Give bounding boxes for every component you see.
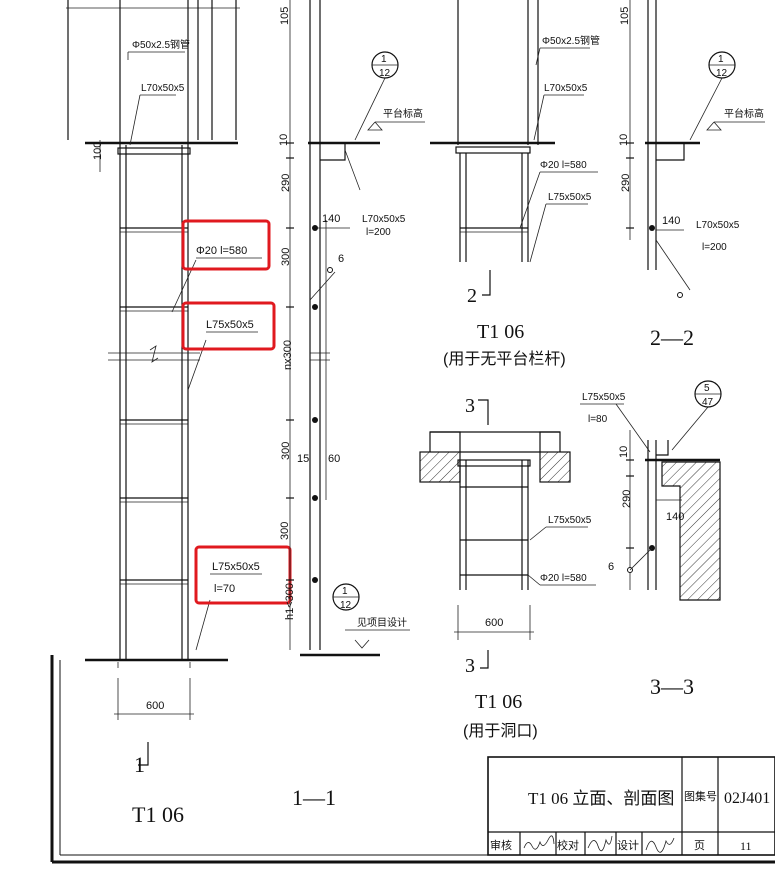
section-2-2-title: 2—2	[650, 325, 694, 350]
callout-3-top: 1	[718, 54, 724, 65]
dim-h1: h1<300	[284, 583, 296, 620]
dim-6-b: 6	[608, 561, 614, 573]
section-3-title: T1 06	[475, 691, 522, 713]
section-3-3-title: 3—3	[650, 674, 694, 699]
dim-100: 100	[92, 142, 104, 160]
dim-140-b: 140	[662, 215, 680, 227]
dim-290-c: 290	[621, 490, 633, 508]
section-1-label: 1 T1 06	[132, 742, 184, 827]
dim-15: 15	[297, 453, 309, 465]
section-3-subtitle: (用于洞口)	[463, 722, 538, 740]
section-1-1: 105 10 290 300 nx300 300 300 h1<300 15 6…	[278, 0, 425, 810]
section-2-mark: 2	[467, 285, 477, 307]
label-steel-pipe-1: Φ50x2.5钢管	[132, 38, 190, 51]
label-platform-elev-1: 平台标高	[383, 107, 423, 120]
label-detail-3a: L75x50x5	[582, 392, 626, 403]
title-block-review: 审核	[490, 838, 512, 852]
label-detail-3b: l=80	[588, 414, 608, 425]
label-platform-elev-2: 平台标高	[724, 107, 764, 120]
dim-nx300: nx300	[282, 340, 294, 370]
callout-4-top: 5	[704, 383, 710, 394]
dim-290-b: 290	[620, 174, 632, 192]
section-2-title: T1 06	[477, 321, 524, 343]
label-see-project: 见项目设计	[357, 616, 407, 629]
dim-600-1: 600	[146, 700, 164, 712]
dim-60: 60	[328, 453, 340, 465]
dim-105-a: 105	[279, 7, 291, 25]
label-angle-top-2: L70x50x5	[544, 83, 588, 94]
label-bottom-angle-b: l=70	[214, 583, 235, 595]
signature-review	[523, 835, 555, 850]
signature-check	[587, 835, 613, 852]
section-3-mark-bot: 3	[465, 655, 475, 677]
label-rail-2: L75x50x5	[548, 192, 592, 203]
dim-10-c: 10	[618, 446, 630, 458]
section-3-mark-top: 3	[465, 395, 475, 417]
callout-2-top: 1	[342, 586, 348, 597]
label-bracket-1a: L70x50x5	[362, 214, 406, 225]
callout-4-bot: 47	[702, 397, 714, 408]
callout-1-bot: 12	[379, 68, 391, 79]
dim-6-a: 6	[338, 253, 344, 265]
title-block-page-label: 页	[694, 840, 705, 852]
dim-105-b: 105	[619, 7, 631, 25]
label-rung-3: Φ20 l=580	[540, 573, 587, 584]
label-bracket-2a: L70x50x5	[696, 220, 740, 231]
title-block: T1 06 立面、剖面图 图集号 02J401 审核 校对 设计 页 11	[487, 756, 775, 856]
dim-300-c: 300	[279, 522, 291, 540]
callout-2-bot: 12	[340, 600, 352, 611]
label-bracket-1b: l=200	[366, 227, 391, 238]
title-block-check: 校对	[557, 838, 579, 852]
title-block-page-no: 11	[740, 839, 752, 853]
dim-300-a: 300	[280, 248, 292, 266]
section-2-subtitle: (用于无平台栏杆)	[443, 350, 566, 368]
dim-10-a: 10	[278, 134, 290, 146]
dim-140-c: 140	[666, 511, 684, 523]
dim-600-2: 600	[485, 617, 503, 629]
section-1-title: T1 06	[132, 802, 184, 827]
callout-3-bot: 12	[716, 68, 728, 79]
dim-300-b: 300	[280, 442, 292, 460]
label-rung-highlight: Φ20 l=580	[196, 245, 247, 257]
rungs-1	[120, 227, 188, 585]
highlight-boxes: Φ20 l=580 L75x50x5 L75x50x5 l=70	[181, 219, 292, 605]
dim-140-a: 140	[322, 213, 340, 225]
signature-design	[645, 837, 675, 853]
label-bracket-2b: l=200	[702, 242, 727, 253]
callout-1-top: 1	[381, 54, 387, 65]
dim-290-a: 290	[280, 174, 292, 192]
title-block-title: T1 06 立面、剖面图	[528, 789, 674, 808]
label-bottom-angle-a: L75x50x5	[212, 561, 260, 573]
section-3-3: 10 290 140 6 L75x50x5 l=80 5 47 3—3	[580, 380, 722, 699]
dim-10-b: 10	[618, 134, 630, 146]
label-steel-pipe-2: Φ50x2.5钢管	[542, 34, 600, 47]
title-block-atlas-no: 02J401	[724, 790, 770, 807]
section-2: Φ50x2.5钢管 L70x50x5 Φ20 l=580 L75x50x5 2 …	[430, 0, 600, 368]
label-rail-highlight: L75x50x5	[206, 319, 254, 331]
section-2-2: 105 10 290 140 L70x50x5 l=200 1 12 平台标高 …	[618, 0, 765, 350]
label-rung-2: Φ20 l=580	[540, 160, 587, 171]
title-block-atlas-label: 图集号	[684, 789, 717, 803]
section-3: L75x50x5 Φ20 l=580 600 3 3 T1 06 (用于洞口)	[419, 395, 596, 740]
elevation-1: 100 600 Φ50x2.5钢管 L70x50x5	[66, 0, 240, 720]
title-block-design: 设计	[617, 839, 639, 852]
section-1-1-title: 1—1	[292, 785, 336, 810]
label-angle-top-1: L70x50x5	[141, 83, 185, 94]
label-rail-3: L75x50x5	[548, 515, 592, 526]
